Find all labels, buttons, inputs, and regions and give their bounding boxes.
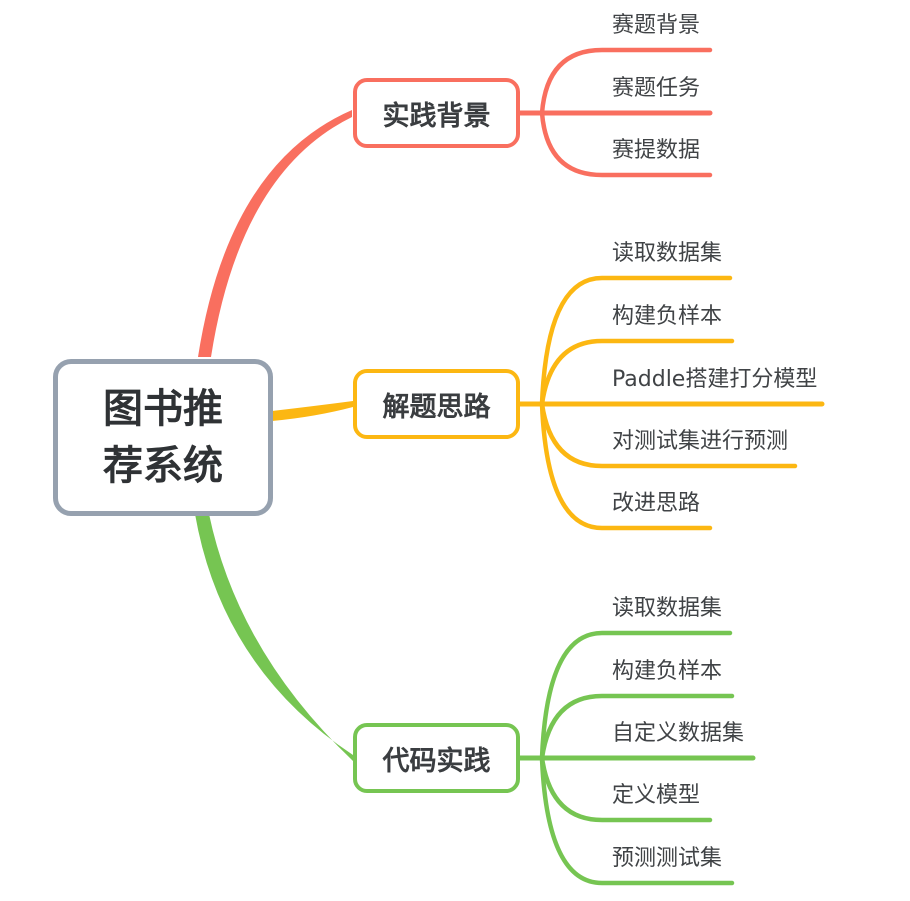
leaf-node[interactable]: 读取数据集 (612, 596, 723, 621)
yellow-branch-connectors (517, 275, 825, 531)
leaf-node[interactable]: 定义模型 (612, 783, 701, 808)
leaf-node[interactable]: Paddle搭建打分模型 (612, 367, 818, 392)
green-branch-connectors (517, 630, 756, 886)
branch-title: 实践背景 (382, 100, 491, 132)
branch-title: 代码实践 (382, 745, 491, 777)
leaf-node[interactable]: 构建负样本 (612, 304, 723, 329)
leaf-connector (539, 338, 735, 407)
leaf-connector (539, 275, 733, 407)
root-link-solution-approach (272, 401, 353, 421)
leaf-node[interactable]: 赛题任务 (612, 76, 701, 101)
leaf-node[interactable]: 对测试集进行预测 (612, 429, 789, 454)
branch-node-practice-background[interactable]: 实践背景 (353, 78, 520, 148)
leaf-connector (539, 110, 713, 178)
leaf-node[interactable]: 赛提数据 (612, 138, 701, 163)
leaf-connector (539, 401, 713, 531)
branch-node-solution-approach[interactable]: 解题思路 (353, 369, 520, 439)
branch-node-code-practice[interactable]: 代码实践 (353, 723, 520, 793)
leaf-node[interactable]: 读取数据集 (612, 241, 723, 266)
leaf-node[interactable]: 预测测试集 (612, 846, 723, 871)
leaf-node[interactable]: 自定义数据集 (612, 721, 745, 746)
leaf-node[interactable]: 构建负样本 (612, 659, 723, 684)
red-branch-connectors (517, 47, 713, 178)
leaf-connector (539, 47, 713, 116)
leaf-connector (539, 630, 733, 761)
leaf-node[interactable]: 赛题背景 (612, 13, 701, 38)
root-title: 图书推荐系统 (103, 385, 223, 489)
leaf-connector (539, 755, 735, 886)
root-link-practice-background (198, 110, 352, 357)
root-link-code-practice (195, 514, 353, 761)
leaf-node[interactable]: 改进思路 (612, 491, 701, 516)
leaf-connector (539, 693, 735, 761)
branch-title: 解题思路 (382, 391, 491, 423)
root-node[interactable]: 图书推荐系统 (53, 359, 273, 516)
